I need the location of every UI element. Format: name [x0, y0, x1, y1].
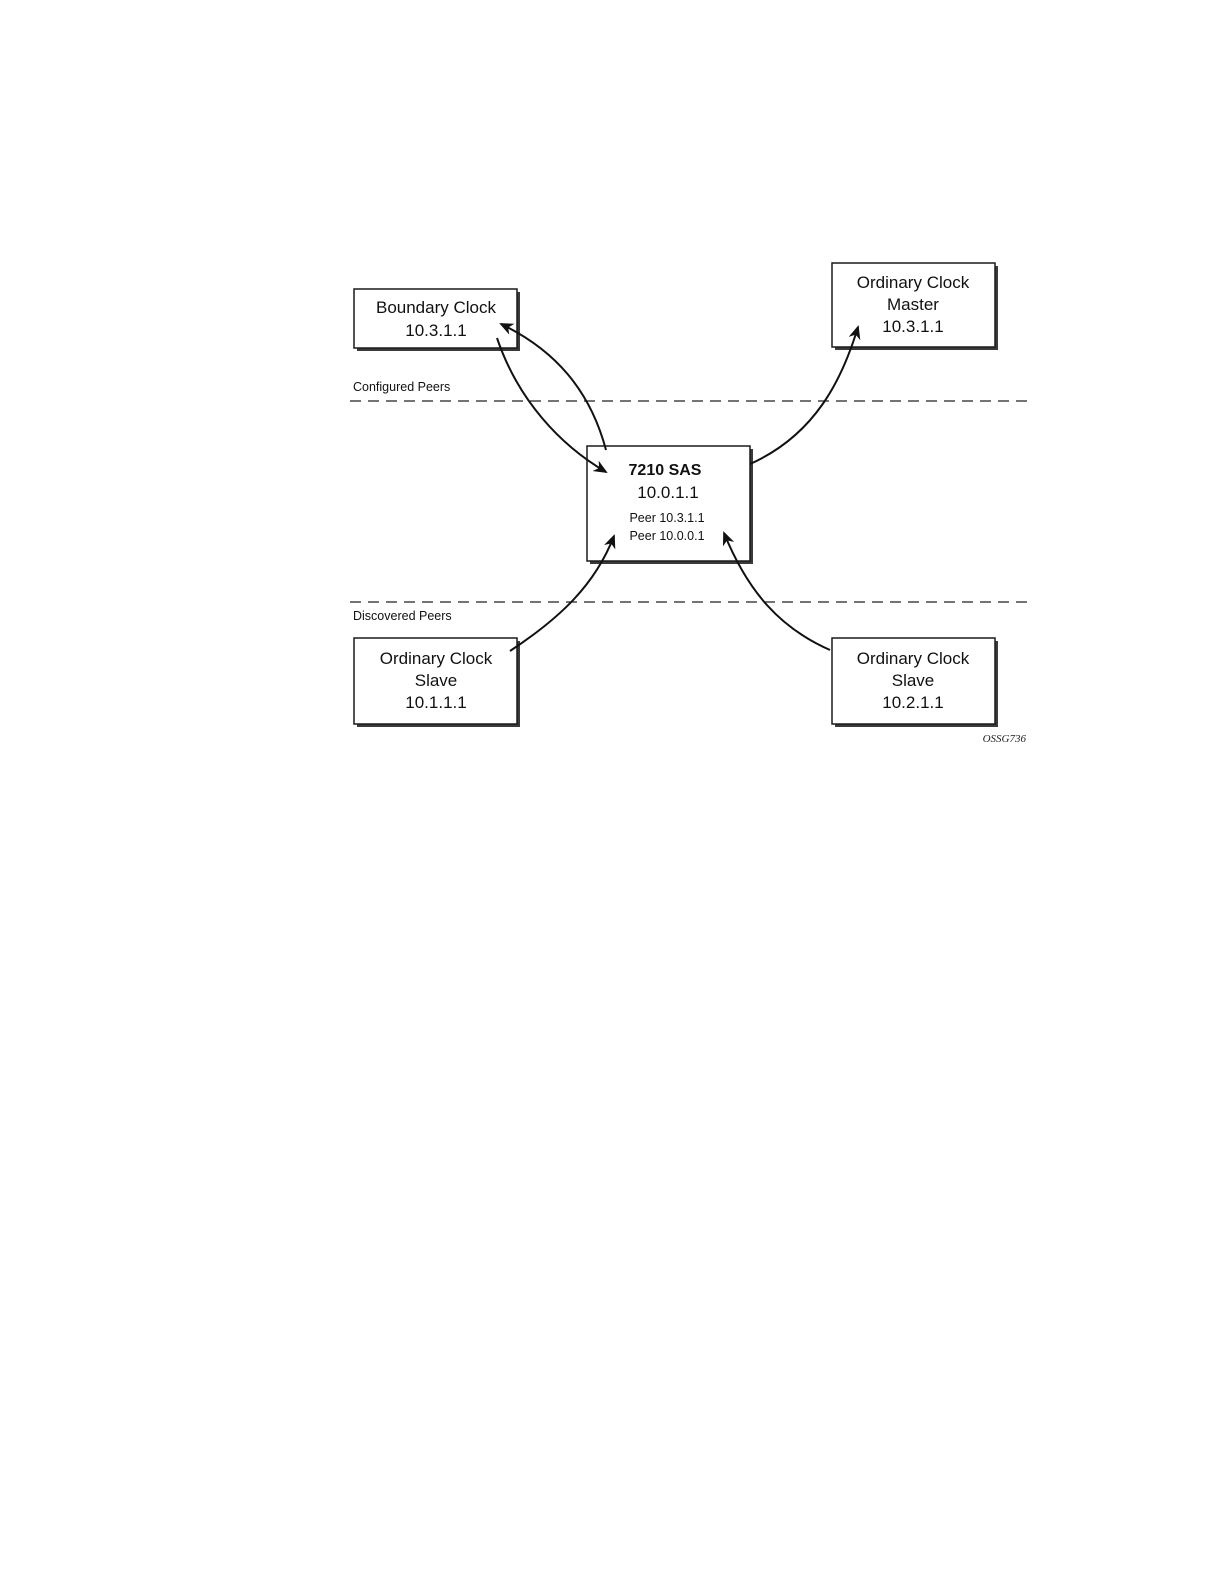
- sas-peer-2: Peer 10.0.0.1: [629, 529, 704, 543]
- discovered-peers-label: Discovered Peers: [353, 609, 452, 623]
- ordinary-clock-master-node: Ordinary Clock Master 10.3.1.1: [832, 263, 998, 350]
- ordinary-clock-slave-left-node: Ordinary Clock Slave 10.1.1.1: [354, 638, 520, 727]
- oc-master-name: Ordinary Clock: [857, 273, 970, 292]
- configured-peers-label: Configured Peers: [353, 380, 450, 394]
- sas-peer-1: Peer 10.3.1.1: [629, 511, 704, 525]
- oc-slave-right-role: Slave: [892, 671, 935, 690]
- oc-master-ip: 10.3.1.1: [882, 317, 943, 336]
- oc-slave-left-name: Ordinary Clock: [380, 649, 493, 668]
- sas-title: 7210 SAS: [629, 462, 702, 479]
- oc-slave-left-ip: 10.1.1.1: [405, 693, 466, 712]
- boundary-clock-ip: 10.3.1.1: [405, 321, 466, 340]
- oc-slave-right-name: Ordinary Clock: [857, 649, 970, 668]
- oc-slave-left-role: Slave: [415, 671, 458, 690]
- boundary-clock-name: Boundary Clock: [376, 298, 497, 317]
- sas-7210-node: 7210 SAS 10.0.1.1 Peer 10.3.1.1 Peer 10.…: [587, 446, 753, 564]
- oc-slave-right-ip: 10.2.1.1: [882, 693, 943, 712]
- oc-master-role: Master: [887, 295, 939, 314]
- sas-ip: 10.0.1.1: [637, 483, 698, 502]
- figure-id: OSSG736: [983, 733, 1027, 745]
- ordinary-clock-slave-right-node: Ordinary Clock Slave 10.2.1.1: [832, 638, 998, 727]
- boundary-clock-node: Boundary Clock 10.3.1.1: [354, 289, 520, 351]
